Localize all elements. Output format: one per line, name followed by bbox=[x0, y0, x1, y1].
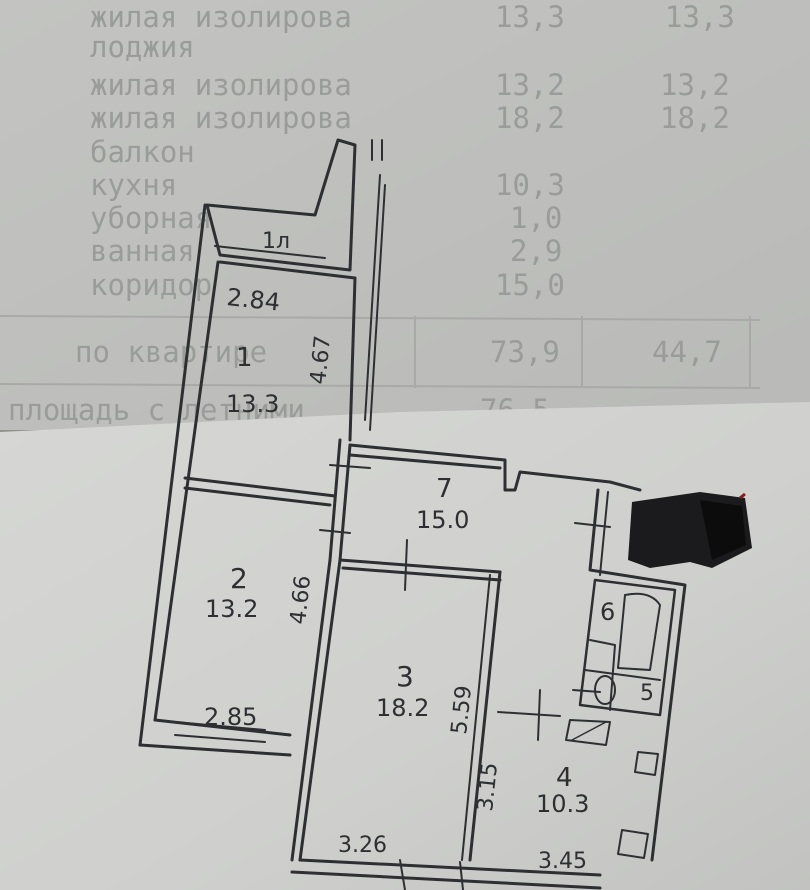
table-row-name: жилая изолирова bbox=[90, 101, 352, 135]
table-row-name: балкон bbox=[90, 135, 195, 169]
table-row-name: коридор bbox=[90, 268, 212, 302]
dimension-label: 4.66 bbox=[286, 574, 316, 625]
room-area: 13.3 bbox=[226, 390, 279, 418]
dimension-label: 5.59 bbox=[447, 684, 477, 735]
table-total-value: 73,9 bbox=[490, 335, 560, 369]
table-row-value: 13,2 bbox=[660, 68, 730, 102]
table-row-value: 13,2 bbox=[495, 68, 565, 102]
dimension-label: 2.85 bbox=[204, 703, 257, 731]
dimension-label: 3.15 bbox=[473, 761, 503, 812]
binder-clip bbox=[628, 492, 752, 568]
room-number: 5 bbox=[640, 681, 654, 706]
table-row-name: ванная bbox=[90, 234, 195, 268]
dimension-label: 3.26 bbox=[338, 833, 387, 858]
table-row-value: 13,3 bbox=[495, 0, 565, 34]
room-number: 3 bbox=[396, 660, 414, 693]
room-number: 7 bbox=[436, 474, 453, 504]
table-row-value: 18,2 bbox=[495, 101, 565, 135]
plan-labels: 1л 2.84 4.67 1 13.3 2 13.2 4.66 2.85 7 1… bbox=[204, 229, 654, 874]
back-sheet bbox=[0, 0, 810, 430]
room-area: 18.2 bbox=[376, 694, 429, 722]
table-row-value: 10,3 bbox=[495, 168, 565, 202]
table-total-label: по квартире bbox=[75, 335, 267, 369]
table-row-name: уборная bbox=[90, 201, 212, 235]
table-row-value: 18,2 bbox=[660, 101, 730, 135]
loggia-label: 1л bbox=[262, 229, 290, 254]
front-sheet bbox=[0, 402, 810, 890]
room-area: 13.2 bbox=[205, 595, 258, 623]
table-row-value: 2,9 bbox=[510, 234, 562, 268]
dimension-label: 2.84 bbox=[225, 283, 281, 316]
dimension-label: 3.45 bbox=[538, 849, 587, 874]
table-row-value: 15,0 bbox=[495, 268, 565, 302]
table-row-value: 1,0 bbox=[510, 201, 562, 235]
table-row-value: 13,3 bbox=[665, 0, 735, 34]
table-row-name: кухня bbox=[90, 168, 177, 202]
table-row-name: жилая изолирова bbox=[90, 68, 352, 102]
floor-plan bbox=[138, 138, 687, 890]
table-row-name: жилая изолирова bbox=[90, 0, 352, 34]
room-number: 4 bbox=[556, 763, 573, 793]
room-number: 6 bbox=[600, 598, 615, 626]
table-row-name: лоджия bbox=[90, 30, 195, 64]
room-area: 10.3 bbox=[536, 790, 589, 818]
room-number: 2 bbox=[230, 562, 248, 595]
room-number: 1 bbox=[236, 343, 253, 373]
dimension-label: 4.67 bbox=[306, 334, 336, 385]
room-area: 15.0 bbox=[416, 506, 469, 534]
table-total-value: 44,7 bbox=[652, 335, 722, 369]
